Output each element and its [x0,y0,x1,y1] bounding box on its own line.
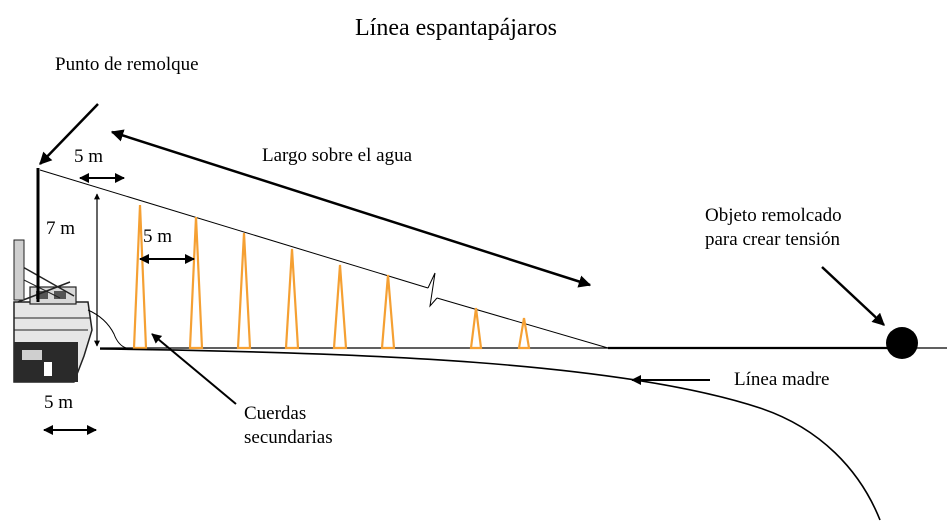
height-label: 7 m [46,218,76,239]
line-break-symbol [427,272,438,308]
tow-point-label: Punto de remolque [55,54,199,75]
aerial-length-arrow [110,129,592,288]
stern-connection-line [87,309,127,349]
branch-lines-label-line2: secundarias [244,427,333,448]
stern-offset-label: 5 m [44,392,74,413]
streamer-spacing-label: 5 m [143,226,173,247]
branch-lines-label-line1: Cuerdas [244,403,307,424]
streamers [132,204,531,350]
towed-object-label-line1: Objeto remolcado [705,205,842,226]
fishing-vessel-icon [13,239,93,383]
streamer [188,216,204,350]
aerial-length-label: Largo sobre el agua [262,145,413,166]
aerial-section-line-1 [39,169,429,289]
mainline-label: Línea madre [734,369,830,390]
buoy-icon [886,327,918,359]
streamer [517,317,531,350]
streamer [332,264,348,350]
branch-lines-arrow [151,333,237,405]
streamer [469,307,483,350]
first-streamer-offset-label: 5 m [74,146,104,167]
tow-point-arrow [39,103,99,165]
streamer [284,248,300,350]
streamer [236,232,252,350]
streamer [380,274,396,350]
mainline-curve [99,348,881,521]
diagram-title: Línea espantapájaros [355,15,557,41]
towed-object-arrow [821,266,885,326]
towed-object-label-line2: para crear tensión [705,229,841,250]
